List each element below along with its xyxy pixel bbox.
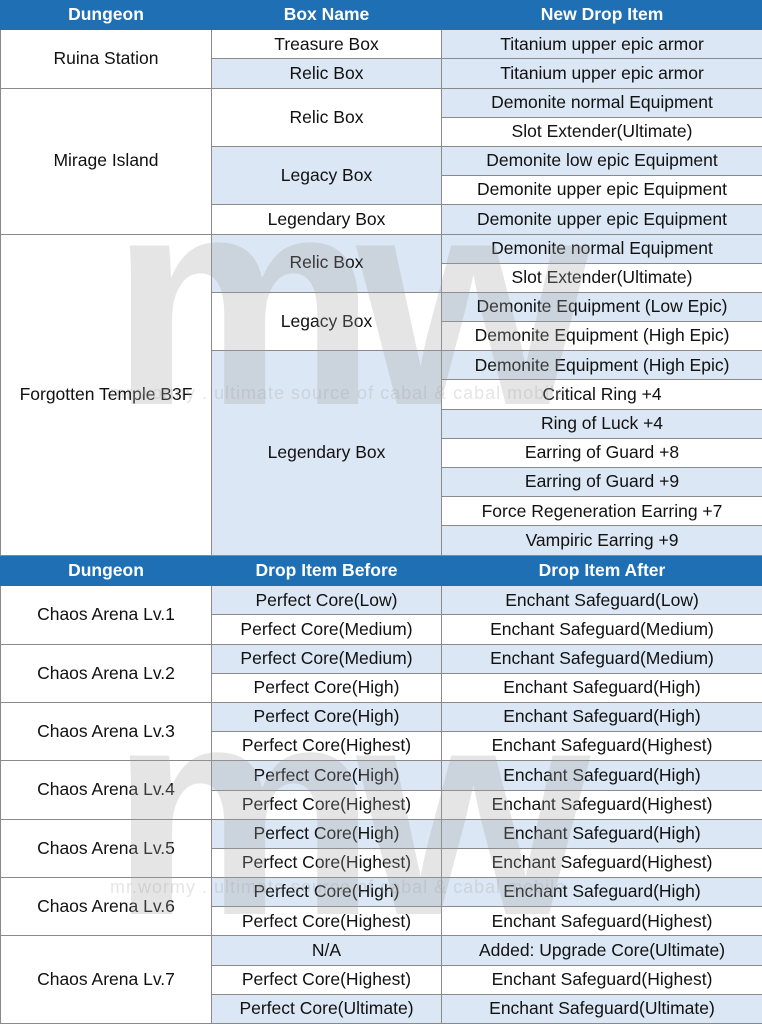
drop-item-cell: Demonite normal Equipment — [442, 88, 762, 117]
box-name-cell: Legacy Box — [212, 292, 442, 350]
drop-after-cell: Enchant Safeguard(Highest) — [442, 790, 762, 819]
dungeon-cell: Forgotten Temple B3F — [1, 234, 212, 555]
drop-after-cell: Enchant Safeguard(Medium) — [442, 644, 762, 673]
dungeon-cell: Chaos Arena Lv.7 — [1, 936, 212, 1024]
drop-item-cell: Vampiric Earring +9 — [442, 526, 762, 555]
column-header: Drop Item After — [442, 557, 762, 586]
drop-item-cell: Slot Extender(Ultimate) — [442, 263, 762, 292]
drop-after-cell: Enchant Safeguard(Low) — [442, 586, 762, 615]
dungeon-cell: Chaos Arena Lv.5 — [1, 819, 212, 877]
drop-after-cell: Enchant Safeguard(Medium) — [442, 615, 762, 644]
box-name-cell: Relic Box — [212, 88, 442, 146]
drop-after-cell: Enchant Safeguard(High) — [442, 702, 762, 731]
drop-before-cell: Perfect Core(Highest) — [212, 790, 442, 819]
drop-before-cell: Perfect Core(High) — [212, 878, 442, 907]
drop-after-cell: Added: Upgrade Core(Ultimate) — [442, 936, 762, 965]
dungeon-cell: Ruina Station — [1, 30, 212, 88]
drop-before-cell: Perfect Core(Medium) — [212, 644, 442, 673]
drop-item-cell: Demonite Equipment (Low Epic) — [442, 292, 762, 321]
dungeon-cell: Mirage Island — [1, 88, 212, 234]
drop-after-cell: Enchant Safeguard(High) — [442, 761, 762, 790]
column-header: Drop Item Before — [212, 557, 442, 586]
drop-before-cell: Perfect Core(Low) — [212, 586, 442, 615]
drop-item-cell: Earring of Guard +8 — [442, 438, 762, 467]
drop-after-cell: Enchant Safeguard(Ultimate) — [442, 994, 762, 1023]
dungeon-cell: Chaos Arena Lv.2 — [1, 644, 212, 702]
drop-item-cell: Demonite normal Equipment — [442, 234, 762, 263]
dungeon-cell: Chaos Arena Lv.6 — [1, 878, 212, 936]
drop-before-cell: Perfect Core(Highest) — [212, 848, 442, 877]
drop-after-cell: Enchant Safeguard(High) — [442, 878, 762, 907]
box-name-cell: Legacy Box — [212, 146, 442, 204]
drop-item-cell: Ring of Luck +4 — [442, 409, 762, 438]
drop-item-cell: Titanium upper epic armor — [442, 30, 762, 59]
drop-item-cell: Earring of Guard +9 — [442, 468, 762, 497]
drop-item-cell: Demonite Equipment (High Epic) — [442, 351, 762, 380]
dungeon-cell: Chaos Arena Lv.1 — [1, 586, 212, 644]
drop-after-cell: Enchant Safeguard(Highest) — [442, 848, 762, 877]
dungeon-cell: Chaos Arena Lv.4 — [1, 761, 212, 819]
drop-before-cell: Perfect Core(High) — [212, 702, 442, 731]
drop-before-cell: Perfect Core(High) — [212, 673, 442, 702]
dungeon-cell: Chaos Arena Lv.3 — [1, 702, 212, 760]
drop-before-cell: Perfect Core(Ultimate) — [212, 994, 442, 1023]
column-header: Dungeon — [1, 1, 212, 30]
column-header: Box Name — [212, 1, 442, 30]
box-name-cell: Legendary Box — [212, 205, 442, 234]
drop-before-cell: Perfect Core(High) — [212, 819, 442, 848]
drop-item-cell: Demonite Equipment (High Epic) — [442, 322, 762, 351]
drop-after-cell: Enchant Safeguard(High) — [442, 673, 762, 702]
drop-before-cell: Perfect Core(High) — [212, 761, 442, 790]
drop-item-cell: Demonite low epic Equipment — [442, 146, 762, 175]
drop-item-cell: Demonite upper epic Equipment — [442, 176, 762, 205]
drop-before-cell: Perfect Core(Highest) — [212, 907, 442, 936]
drop-after-cell: Enchant Safeguard(Highest) — [442, 732, 762, 761]
box-name-cell: Relic Box — [212, 59, 442, 88]
drop-before-cell: Perfect Core(Highest) — [212, 965, 442, 994]
column-header: Dungeon — [1, 557, 212, 586]
drop-item-cell: Demonite upper epic Equipment — [442, 205, 762, 234]
drop-after-cell: Enchant Safeguard(Highest) — [442, 907, 762, 936]
drop-after-cell: Enchant Safeguard(High) — [442, 819, 762, 848]
drop-before-cell: Perfect Core(Highest) — [212, 732, 442, 761]
drop-item-cell: Slot Extender(Ultimate) — [442, 117, 762, 146]
column-header: New Drop Item — [442, 1, 762, 30]
drop-after-cell: Enchant Safeguard(Highest) — [442, 965, 762, 994]
box-name-cell: Treasure Box — [212, 30, 442, 59]
drop-before-cell: Perfect Core(Medium) — [212, 615, 442, 644]
drop-item-cell: Force Regeneration Earring +7 — [442, 497, 762, 526]
drop-item-cell: Titanium upper epic armor — [442, 59, 762, 88]
drop-before-cell: N/A — [212, 936, 442, 965]
box-name-cell: Relic Box — [212, 234, 442, 292]
drop-item-cell: Critical Ring +4 — [442, 380, 762, 409]
box-name-cell: Legendary Box — [212, 351, 442, 555]
